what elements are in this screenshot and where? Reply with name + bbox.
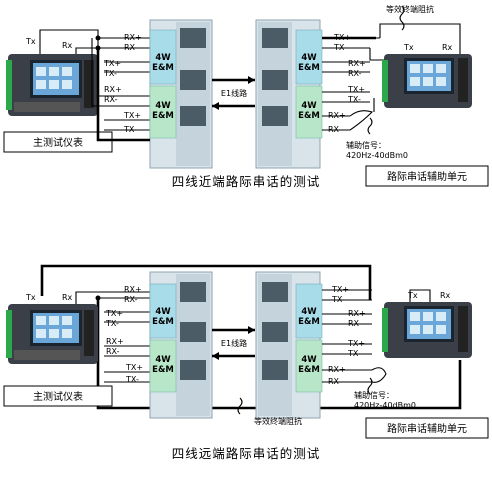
module-4w-1c: 4W (301, 53, 317, 63)
caption-1: 四线近端路际串话的测试 (172, 174, 321, 189)
pin-r-txm-1: TX- (333, 43, 347, 52)
far-top-loop (40, 264, 372, 300)
termination-loop-1 (349, 110, 374, 131)
pin-l2-txm-2: TX- (125, 375, 139, 384)
pin-l-rxm-2: RX- (124, 295, 138, 304)
tx-label-2: Tx (25, 293, 36, 302)
rx-label-2: Rx (62, 293, 73, 302)
termination-coil-1 (399, 5, 405, 31)
pin-l2-rxm-2: RX- (106, 347, 120, 356)
module-em-2c: E&M (298, 317, 320, 327)
pin-l-rxm-1: RX- (124, 43, 138, 52)
rx-label-r1: Rx (442, 43, 453, 52)
pin-l-txm-2: TX- (105, 319, 119, 328)
pin-l2-txm-1: TX- (123, 125, 137, 134)
termination-coil-2 (237, 397, 243, 415)
aux-unit-box-2 (365, 417, 489, 439)
tx-lead-1 (39, 29, 150, 54)
pin-r-rxp-1: RX+ (348, 59, 366, 68)
right-cabinet-1 (255, 19, 323, 169)
aux-instrument-1 (382, 54, 472, 108)
pin-r-rxm-1: RX- (348, 69, 362, 78)
module-em-1d: E&M (298, 111, 320, 121)
tx-label-1: Tx (25, 37, 36, 46)
diagram-near-end: 主测试仪表 Tx Rx RX+ RX- TX+ TX- RX+ RX- TX+ … (3, 4, 489, 189)
module-em-2d: E&M (298, 365, 320, 375)
aux-signal-value-1: 420Hz-40dBm0 (346, 151, 408, 160)
main-instrument-box-2 (3, 385, 113, 407)
e1-link-1 (212, 78, 255, 108)
pin-r2-txm-1: TX- (347, 95, 361, 104)
pin-l2-txp-1: TX+ (123, 111, 141, 120)
tx-label-r1: Tx (403, 43, 414, 52)
pin-l-txm-1: TX- (103, 69, 117, 78)
tx-label-r2: Tx (407, 291, 418, 300)
module-em-1c: E&M (298, 63, 320, 73)
e1-label-1: E1线路 (221, 88, 247, 98)
rx-label-1: Rx (62, 41, 73, 50)
right-cabinet-2 (255, 271, 323, 419)
pin-r2-rxm-2: RX- (328, 377, 342, 386)
pin-r-rxp-2: RX+ (348, 309, 366, 318)
module-4w-1b: 4W (155, 101, 171, 111)
e1-label-2: E1线路 (221, 338, 247, 348)
pin-r-txp-2: TX+ (331, 285, 349, 294)
aux-signal-value-2: 420Hz-40dBm0 (354, 401, 416, 410)
bundle-1b (91, 38, 150, 107)
aux-signal-label-1: 辅助信号： (346, 140, 386, 150)
aux-unit-box-1 (365, 165, 489, 187)
left-cabinet-2 (149, 271, 213, 419)
main-instrument-2 (6, 304, 98, 364)
pin-r2-txp-1: TX+ (347, 85, 365, 94)
pin-r2-txm-2: TX- (347, 349, 361, 358)
module-4w-2d: 4W (301, 355, 317, 365)
main-instrument-1 (6, 54, 98, 116)
module-4w-1a: 4W (155, 53, 171, 63)
module-4w-2a: 4W (155, 307, 171, 317)
module-4w-2c: 4W (301, 307, 317, 317)
module-4w-2b: 4W (155, 355, 171, 365)
module-4w-1d: 4W (301, 101, 317, 111)
pin-r-rxm-2: RX- (348, 319, 362, 328)
pin-r2-rxp-2: RX+ (328, 365, 346, 374)
pin-l-rxp-1: RX+ (124, 33, 142, 42)
module-em-1b: E&M (152, 111, 174, 121)
module-em-2a: E&M (152, 317, 174, 327)
main-instrument-box-1 (3, 131, 113, 153)
pin-l2-rxp-1: RX+ (104, 85, 122, 94)
pin-l-rxp-2: RX+ (124, 285, 142, 294)
main-instrument-label-1: 主测试仪表 (33, 136, 83, 149)
module-em-2b: E&M (152, 365, 174, 375)
pin-l2-rxm-1: RX- (104, 95, 118, 104)
pin-r2-rxp-1: RX+ (328, 111, 346, 120)
e1-link-2 (212, 328, 255, 358)
termination-loop-2 (371, 367, 387, 383)
aux-unit-label-2: 路际串话辅助单元 (387, 422, 467, 435)
pin-l-txp-2: TX+ (105, 309, 123, 318)
aux-instrument-2 (382, 302, 472, 358)
aux-unit-label-1: 路际串话辅助单元 (387, 170, 467, 183)
rx-lead-1 (75, 38, 99, 54)
main-instrument-label-2: 主测试仪表 (33, 390, 83, 403)
diagram-far-end: 主测试仪表 Tx Rx RX+ RX- TX+ TX- RX+ RX- TX+ … (3, 264, 489, 461)
aux-signal-label-2: 辅助信号： (354, 390, 394, 400)
caption-2: 四线远端路际串话的测试 (172, 446, 321, 461)
termination-label-1: 等效终端阻抗 (386, 4, 434, 14)
pin-l2-rxp-2: RX+ (106, 337, 124, 346)
pin-r-txm-2: TX- (331, 295, 345, 304)
pin-r2-txp-2: TX+ (347, 339, 365, 348)
pin-l2-txp-2: TX+ (125, 363, 143, 372)
left-cabinet-1 (149, 19, 213, 169)
pin-l-txp-1: TX+ (103, 59, 121, 68)
termination-label-2: 等效终端阻抗 (254, 416, 302, 426)
rx-label-r2: Rx (440, 291, 451, 300)
module-em-1a: E&M (152, 63, 174, 73)
pin-r2-rxm-1: RX- (328, 125, 342, 134)
